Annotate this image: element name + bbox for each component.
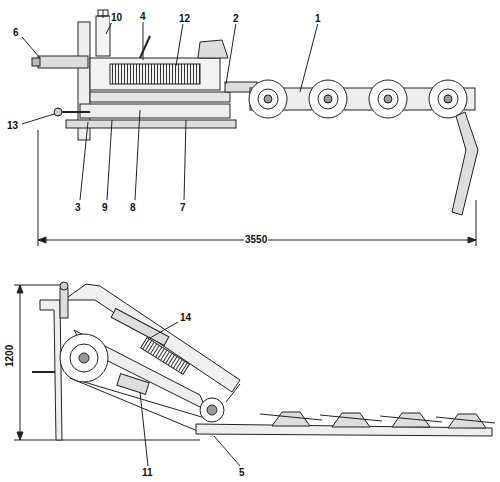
callout-number: 3 bbox=[74, 202, 82, 213]
callout-number: 13 bbox=[6, 120, 19, 131]
callout-number: 10 bbox=[110, 12, 123, 23]
callout-number: 14 bbox=[179, 312, 192, 323]
top-view bbox=[22, 10, 478, 246]
callout-number: 11 bbox=[141, 467, 154, 478]
dimension: 3550 bbox=[244, 234, 268, 245]
callout-number: 2 bbox=[232, 13, 240, 24]
dimension: 1200 bbox=[4, 344, 15, 368]
callout-number: 5 bbox=[238, 467, 246, 478]
callout-number: 9 bbox=[101, 202, 109, 213]
callout-number: 8 bbox=[129, 202, 137, 213]
callout-number: 12 bbox=[178, 13, 191, 24]
callout-number: 6 bbox=[12, 27, 20, 38]
callout-number: 7 bbox=[179, 202, 187, 213]
callout-number: 1 bbox=[314, 13, 322, 24]
callout-number: 4 bbox=[139, 11, 147, 22]
side-view bbox=[14, 282, 495, 466]
